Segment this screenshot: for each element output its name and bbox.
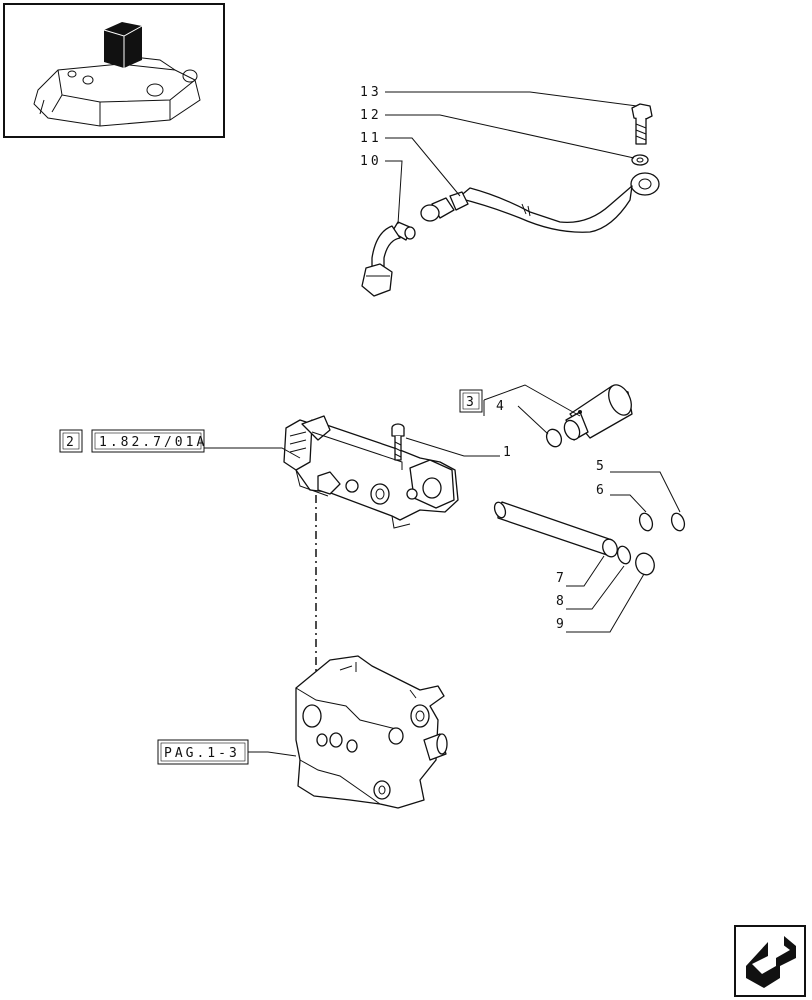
reference-page-1-82-7-01a[interactable]: 1.82.7/01A <box>91 429 207 453</box>
callout-6: 6 <box>596 483 607 498</box>
callout-1: 1 <box>503 445 514 460</box>
callout-13: 13 <box>360 85 382 100</box>
reference-boxes: 2 1.82.7/01A 3 PAG.1-3 <box>59 389 483 765</box>
reference-box-2[interactable]: 2 <box>59 429 83 453</box>
reference-box-3[interactable]: 3 <box>459 389 483 413</box>
callout-10: 10 <box>360 154 382 169</box>
callout-leaders-middle <box>204 384 681 633</box>
piston-barrel <box>545 384 633 448</box>
callout-8: 8 <box>556 594 567 609</box>
callout-7: 7 <box>556 571 567 586</box>
callout-11: 11 <box>360 131 382 146</box>
pipe-assembly <box>361 103 660 297</box>
spool-rod <box>493 501 686 576</box>
callout-5: 5 <box>596 459 607 474</box>
valve-block <box>283 415 459 529</box>
callout-labels: 13 12 11 10 1 4 5 6 7 8 9 <box>360 85 607 632</box>
callout-9: 9 <box>556 617 567 632</box>
pag-leader <box>248 751 297 757</box>
callout-4: 4 <box>496 399 507 414</box>
reference-box-3-label: 3 <box>466 395 477 410</box>
callout-12: 12 <box>360 108 382 123</box>
reference-page-pag-1-3[interactable]: PAG.1-3 <box>157 739 249 765</box>
assembly-thumbnail-icon[interactable] <box>3 3 225 138</box>
lower-housing <box>295 655 448 809</box>
callout-leaders-upper <box>385 91 638 225</box>
reference-page-label: 1.82.7/01A <box>99 435 207 450</box>
next-page-arrow-icon[interactable] <box>734 925 806 997</box>
reference-pag-label: PAG.1-3 <box>164 746 240 761</box>
reference-box-2-label: 2 <box>66 435 77 450</box>
